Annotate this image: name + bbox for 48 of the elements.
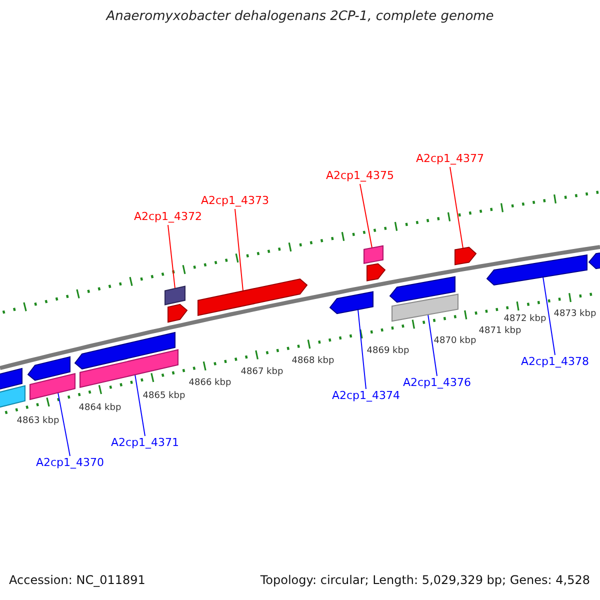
leader-line [134, 374, 146, 436]
gene-feature [74, 332, 176, 370]
gene-label: A2cp1_4378 [520, 356, 590, 369]
gene-feature [80, 349, 178, 388]
leader-line [58, 392, 70, 456]
gene-feature [168, 304, 188, 323]
footer-text: Topology: circular; Length: 5,029,329 bp; Genes: 4,528 [260, 574, 590, 588]
leader-line [428, 314, 438, 376]
leader-line [234, 208, 244, 292]
gene-label: A2cp1_4376 [402, 377, 472, 390]
gene-feature [0, 368, 22, 391]
scale-label: 4871 kbp [478, 326, 522, 336]
diagram-title: Anaeromyxobacter dehalogenans 2CP-1, complete genome [106, 10, 494, 25]
scale-label: 4867 kbp [240, 367, 284, 378]
gene-label: A2cp1_4375 [326, 170, 394, 183]
leader-line [542, 276, 556, 356]
leader-line [360, 184, 372, 248]
gene-feature [27, 356, 70, 381]
scale-label: 4865 kbp [142, 391, 186, 402]
gene-feature [392, 294, 458, 322]
gene-feature [389, 276, 456, 303]
leader-line [168, 224, 176, 289]
gene-feature [366, 263, 386, 282]
scale-label: 4863 kbp [16, 416, 60, 426]
gene-feature [164, 286, 186, 306]
leader-line [358, 309, 366, 390]
scale-label: 4873 kbp [554, 309, 596, 320]
gene-feature [364, 245, 384, 264]
scale-label: 4869 kbp [366, 346, 410, 356]
gene-label: A2cp1_4372 [134, 211, 202, 224]
gene-feature [30, 372, 76, 400]
gene-label: A2cp1_4374 [332, 390, 400, 403]
scale-label: 4870 kbp [434, 336, 476, 346]
scale-label: 4866 kbp [188, 378, 232, 388]
gene-feature [486, 254, 588, 286]
gene-label: A2cp1_4371 [110, 437, 180, 450]
gene-feature [329, 291, 374, 314]
gene-feature [198, 278, 308, 316]
scale-label: 4868 kbp [292, 356, 334, 366]
gene-label: A2cp1_4373 [200, 195, 270, 208]
footer-text: Accession: NC_011891 [9, 574, 146, 588]
leader-line [450, 166, 464, 249]
scale-label: 4864 kbp [78, 403, 122, 414]
gene-feature [0, 385, 26, 409]
gene-feature [454, 246, 477, 266]
gene-label: A2cp1_4377 [416, 153, 484, 166]
gene-label: A2cp1_4370 [36, 457, 104, 470]
scale-label: 4872 kbp [504, 314, 546, 324]
